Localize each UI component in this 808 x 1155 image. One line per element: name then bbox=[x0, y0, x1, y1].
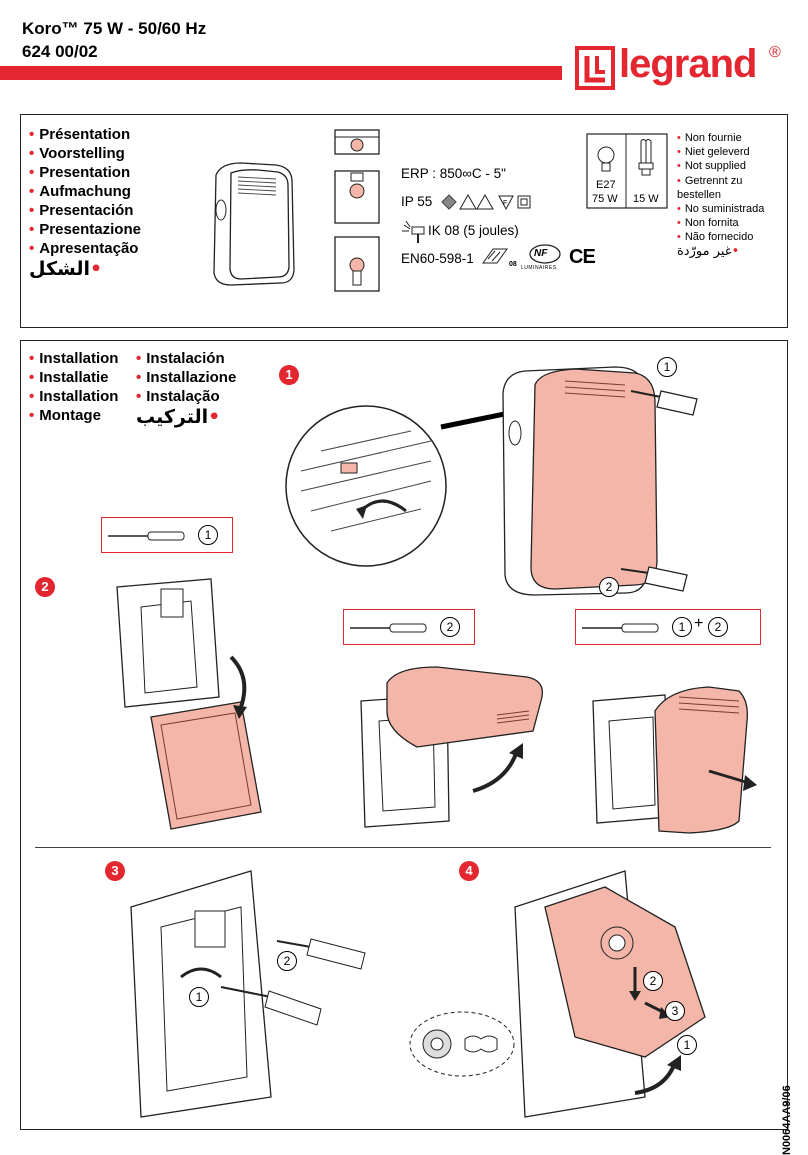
screwdriver-icon bbox=[582, 623, 659, 633]
installation-headings-col2: Instalación Installazione Instalação الت… bbox=[136, 349, 236, 428]
tool-requirement-1: 1 bbox=[101, 517, 233, 553]
ce-mark: CE bbox=[569, 246, 596, 268]
mounting-positions-icons bbox=[334, 129, 380, 292]
heading-en: Presentation bbox=[29, 163, 141, 182]
step-1-luminaire-illustration bbox=[502, 366, 658, 596]
nf-mark-label: NF bbox=[534, 248, 548, 259]
installation-panel: Installation Installatie Installation Mo… bbox=[20, 340, 788, 1130]
header-red-bar bbox=[0, 66, 562, 80]
step-4-badge: 4 bbox=[459, 861, 479, 881]
not-supplied-en: Not supplied bbox=[677, 159, 785, 173]
logo-registered-mark: ® bbox=[769, 44, 781, 61]
luminaire-illustration bbox=[213, 162, 295, 286]
document-code: N0064AA9/06 bbox=[781, 1085, 793, 1155]
heading-pt: Apresentação bbox=[29, 239, 141, 258]
screwdriver-icon bbox=[108, 531, 185, 541]
install-heading-pt: Instalação bbox=[136, 387, 236, 406]
protection-symbols: F bbox=[441, 193, 531, 211]
not-supplied-ar: غير مورّدة bbox=[677, 244, 785, 259]
step-3-callout-2: 2 bbox=[277, 951, 297, 971]
hammer-icon bbox=[402, 220, 425, 243]
step-2-badge: 2 bbox=[35, 577, 55, 597]
not-supplied-de: Getrennt zu bestellen bbox=[677, 174, 785, 202]
product-title: Koro™ 75 W - 50/60 Hz bbox=[22, 19, 207, 38]
erp-spec: ERP : 850∞C - 5" bbox=[401, 166, 506, 181]
step-3-illustration bbox=[130, 870, 366, 1118]
nf-mark-icon bbox=[529, 244, 561, 264]
tool-combo-callout-2: 2 bbox=[708, 617, 728, 637]
presentation-headings: Présentation Voorstelling Presentation A… bbox=[29, 125, 141, 280]
step-2-open-cover-illustration bbox=[116, 578, 262, 830]
lamp-table bbox=[586, 133, 668, 209]
install-heading-nl: Installatie bbox=[29, 368, 118, 387]
install-heading-en: Installation bbox=[29, 387, 118, 406]
tool-requirement-2: 2 bbox=[343, 609, 475, 645]
heading-fr: Présentation bbox=[29, 125, 141, 144]
tool-combo-callout-1: 1 bbox=[672, 617, 692, 637]
not-supplied-fr: Non fournie bbox=[677, 131, 785, 145]
presentation-panel: Présentation Voorstelling Presentation A… bbox=[20, 114, 788, 328]
install-heading-de: Montage bbox=[29, 406, 118, 425]
heading-it: Presentazione bbox=[29, 220, 141, 239]
tool-requirement-1-and-2: 1 + 2 bbox=[575, 609, 761, 645]
step-1-detail-zoom bbox=[285, 405, 447, 567]
not-supplied-pt: Não fornecido bbox=[677, 230, 785, 244]
logo-wordmark: legrand bbox=[619, 42, 757, 86]
step-4-callout-3: 3 bbox=[665, 1001, 685, 1021]
callout-1-top: 1 bbox=[657, 357, 677, 377]
svg-text:F: F bbox=[503, 200, 507, 207]
lamp-socket: E27 bbox=[596, 179, 616, 191]
legrand-logo: legrand ® bbox=[575, 42, 790, 92]
step-1-badge: 1 bbox=[279, 365, 299, 385]
heading-ar: الشكل bbox=[29, 258, 141, 280]
grommet-detail-illustration bbox=[409, 1011, 515, 1077]
step-3-badge: 3 bbox=[105, 861, 125, 881]
screwdriver-icon bbox=[350, 623, 427, 633]
tool-2-callout: 2 bbox=[440, 617, 460, 637]
tool-1-callout: 1 bbox=[198, 525, 218, 545]
step-4-illustration bbox=[514, 870, 706, 1118]
callout-2-bottom: 2 bbox=[599, 577, 619, 597]
install-heading-it: Installazione bbox=[136, 368, 236, 387]
not-supplied-nl: Niet geleverd bbox=[677, 145, 785, 159]
heading-de: Aufmachung bbox=[29, 182, 141, 201]
legrand-logo-icon bbox=[575, 46, 615, 90]
approval-mark-number: 08 bbox=[509, 261, 517, 268]
lamp-power-cfl: 15 W bbox=[633, 193, 659, 205]
ik-rating: IK 08 (5 joules) bbox=[428, 223, 519, 238]
step-2-lift-cover-illustration bbox=[360, 666, 544, 828]
not-supplied-list: Non fournie Niet geleverd Not supplied G… bbox=[677, 131, 785, 259]
section-divider bbox=[35, 847, 771, 848]
install-heading-fr: Installation bbox=[29, 349, 118, 368]
screwdriver-bottom-illustration bbox=[620, 566, 688, 592]
plus-sign: + bbox=[694, 615, 704, 632]
screwdriver-top-illustration bbox=[630, 390, 698, 416]
step-4-callout-1: 1 bbox=[677, 1035, 697, 1055]
lamp-power-incandescent: 75 W bbox=[592, 193, 618, 205]
install-heading-ar: التركيب bbox=[136, 406, 236, 428]
installation-headings-col1: Installation Installatie Installation Mo… bbox=[29, 349, 118, 425]
approval-mark-icon bbox=[482, 248, 508, 264]
install-heading-es: Instalación bbox=[136, 349, 236, 368]
ip-rating: IP 55 bbox=[401, 194, 433, 209]
step-2-remove-cover-illustration bbox=[592, 686, 757, 834]
standard-reference: EN60-598-1 bbox=[401, 251, 474, 266]
product-code: 624 00/02 bbox=[22, 42, 98, 61]
heading-es: Presentación bbox=[29, 201, 141, 220]
not-supplied-it: Non fornita bbox=[677, 216, 785, 230]
heading-nl: Voorstelling bbox=[29, 144, 141, 163]
nf-mark-sub: LUMINAIRES bbox=[521, 265, 557, 271]
step-3-callout-1: 1 bbox=[189, 987, 209, 1007]
step-4-callout-2: 2 bbox=[643, 971, 663, 991]
not-supplied-es: No suministrada bbox=[677, 202, 785, 216]
